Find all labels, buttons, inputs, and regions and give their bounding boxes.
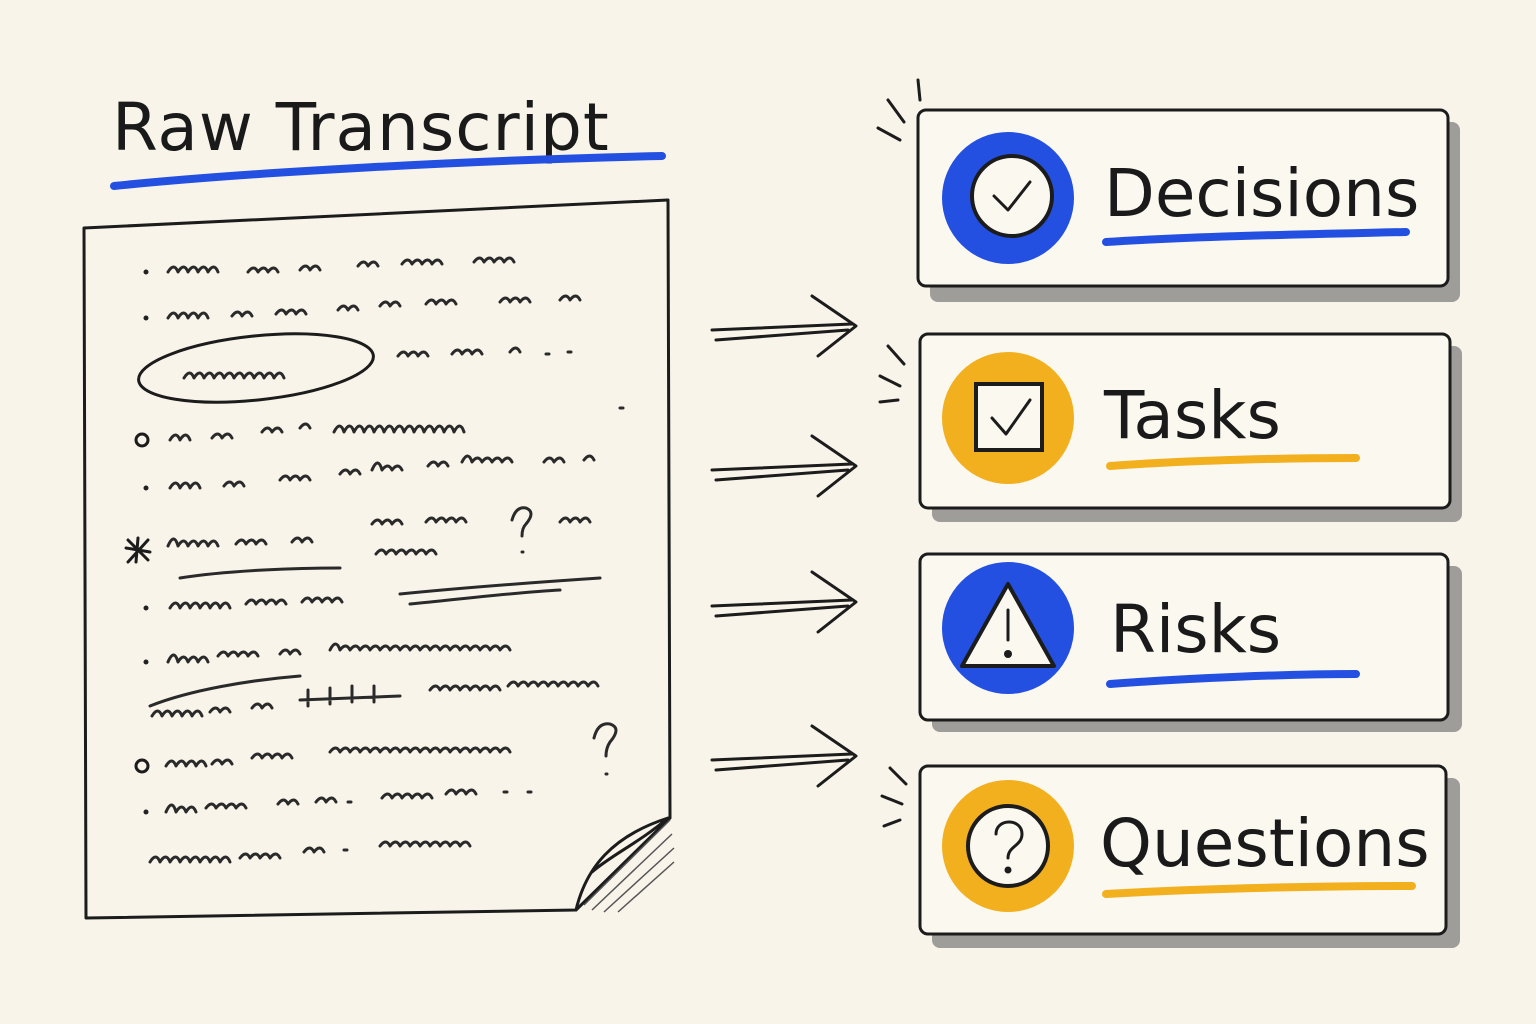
swoosh-stroke [148,674,302,708]
check-circle-icon [970,154,1054,238]
transcript-line [168,454,596,490]
question-mark-scribble [510,506,533,554]
bullet-dot [143,269,149,275]
bullet-circle [134,758,150,774]
transcript-line [168,406,625,442]
bullet-dot [143,485,149,491]
bullet-dot [143,315,149,321]
bullet-dot [143,605,149,611]
transcript-line [148,840,472,864]
bullet-dot [143,809,149,815]
emphasis-marks [880,766,908,828]
paper-outline [82,198,672,920]
card-underline [1106,454,1360,470]
transcript-line [150,680,600,718]
transcript-line [168,596,344,610]
category-card-decisions: Decisions [876,78,1460,302]
strike-scribble [398,576,602,606]
bullet-dot [143,659,149,665]
diagram-title: Raw Transcript [112,89,610,166]
transcript-line [182,371,286,380]
question-circle-icon [966,804,1050,888]
card-label-risks: Risks [1110,591,1281,668]
card-label-tasks: Tasks [1103,377,1281,454]
checkbox-icon [974,382,1044,452]
arrow-icon [710,570,858,634]
card-underline [1106,670,1360,688]
arrow-icon [710,724,858,788]
transcript-line [166,642,512,664]
category-card-questions: Questions [880,764,1460,948]
transcript-line [166,294,582,320]
transcript-line [164,746,512,768]
arrows [710,294,858,788]
circled-highlight [137,332,375,404]
underline-stroke [178,566,342,580]
transcript-line [166,516,592,548]
card-underline [1102,882,1416,898]
paper-curl-shading [583,819,675,913]
paper-curl-icon [574,816,670,912]
question-mark-scribble [592,722,618,776]
category-card-tasks: Tasks [878,332,1462,522]
arrow-icon [710,434,858,498]
bullet-star-icon [124,536,152,564]
title-underline [110,152,666,190]
arrow-icon [710,294,858,358]
transcript-line [164,788,533,814]
card-underline [1102,228,1410,246]
transcript-line [396,346,573,358]
card-label-decisions: Decisions [1104,155,1419,232]
transcript-page [82,198,675,920]
card-label-questions: Questions [1100,805,1430,882]
transcript-line [374,548,438,556]
warning-triangle-icon [960,582,1056,668]
bullet-circle [134,432,150,448]
category-card-risks: Risks [918,552,1462,732]
emphasis-marks [878,344,906,404]
transcript-line [166,256,516,274]
emphasis-marks [876,78,922,142]
